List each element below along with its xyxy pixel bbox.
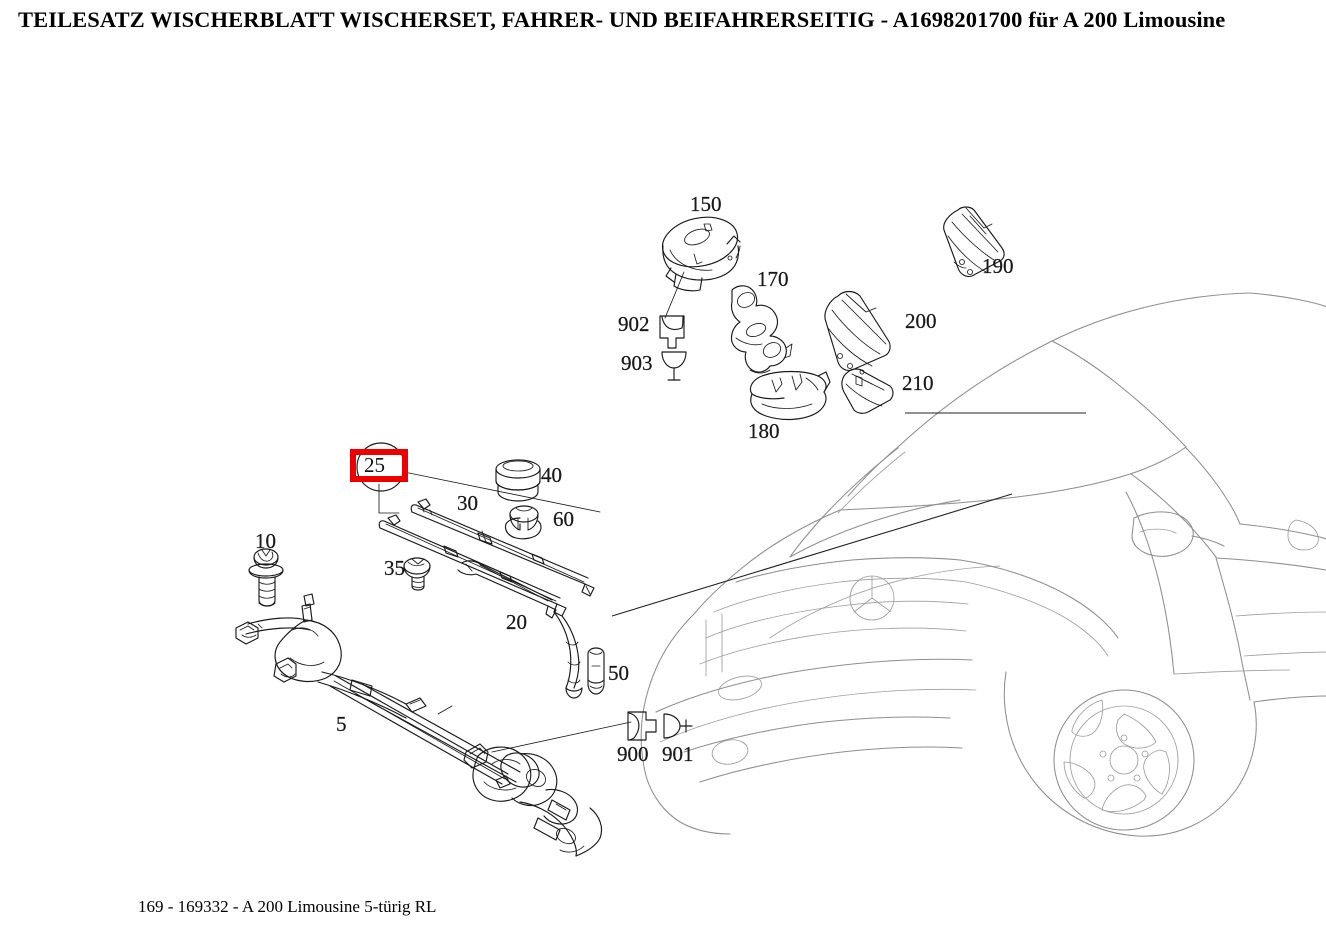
part-190-cowl-trim-right [943,206,1005,278]
part-200-cowl-trim-left [824,290,891,372]
callout-180: 180 [748,419,780,443]
part-150-washer-pump [661,216,741,292]
callout-10: 10 [255,529,276,553]
part-210-cowl-end-cap [841,368,894,414]
leader-lines [378,271,1086,753]
part-902-connector-symbol [659,315,685,349]
part-900-connector-symbol [627,711,657,741]
callout-150: 150 [690,192,722,216]
part-903-connector-symbol [661,351,687,381]
callout-25-label: 25 [364,453,385,477]
callout-170: 170 [757,267,789,291]
callout-902: 902 [618,312,650,336]
part-20-wiper-arm [378,514,583,699]
part-35-screw [403,557,431,591]
callout-900: 900 [617,742,649,766]
callout-901: 901 [662,742,694,766]
part-180-washer-cover [749,370,831,421]
callout-190: 190 [982,254,1014,278]
page-title: TEILESATZ WISCHERBLATT WISCHERSET, FAHRE… [18,7,1226,32]
callout-50: 50 [608,661,629,685]
callout-35: 35 [384,556,405,580]
callout-20: 20 [506,610,527,634]
part-901-connector-symbol [663,713,693,739]
callout-903: 903 [621,351,653,375]
part-5-wiper-linkage [235,593,603,857]
callout-60: 60 [553,507,574,531]
part-170-pump-bracket [730,285,793,374]
callout-40: 40 [541,463,562,487]
callout-30: 30 [457,491,478,515]
vehicle-outline [640,292,1326,837]
part-10-bolt [248,548,284,607]
part-50-arm-cap [587,647,605,695]
callout-200: 200 [905,309,937,333]
part-30-wiper-blade [410,498,595,597]
callout-5: 5 [336,712,347,736]
part-40-cap [495,459,541,502]
part-60-grommet [504,505,542,540]
footer-caption: 169 - 169332 - A 200 Limousine 5-türig R… [138,897,437,916]
callout-210: 210 [902,371,934,395]
